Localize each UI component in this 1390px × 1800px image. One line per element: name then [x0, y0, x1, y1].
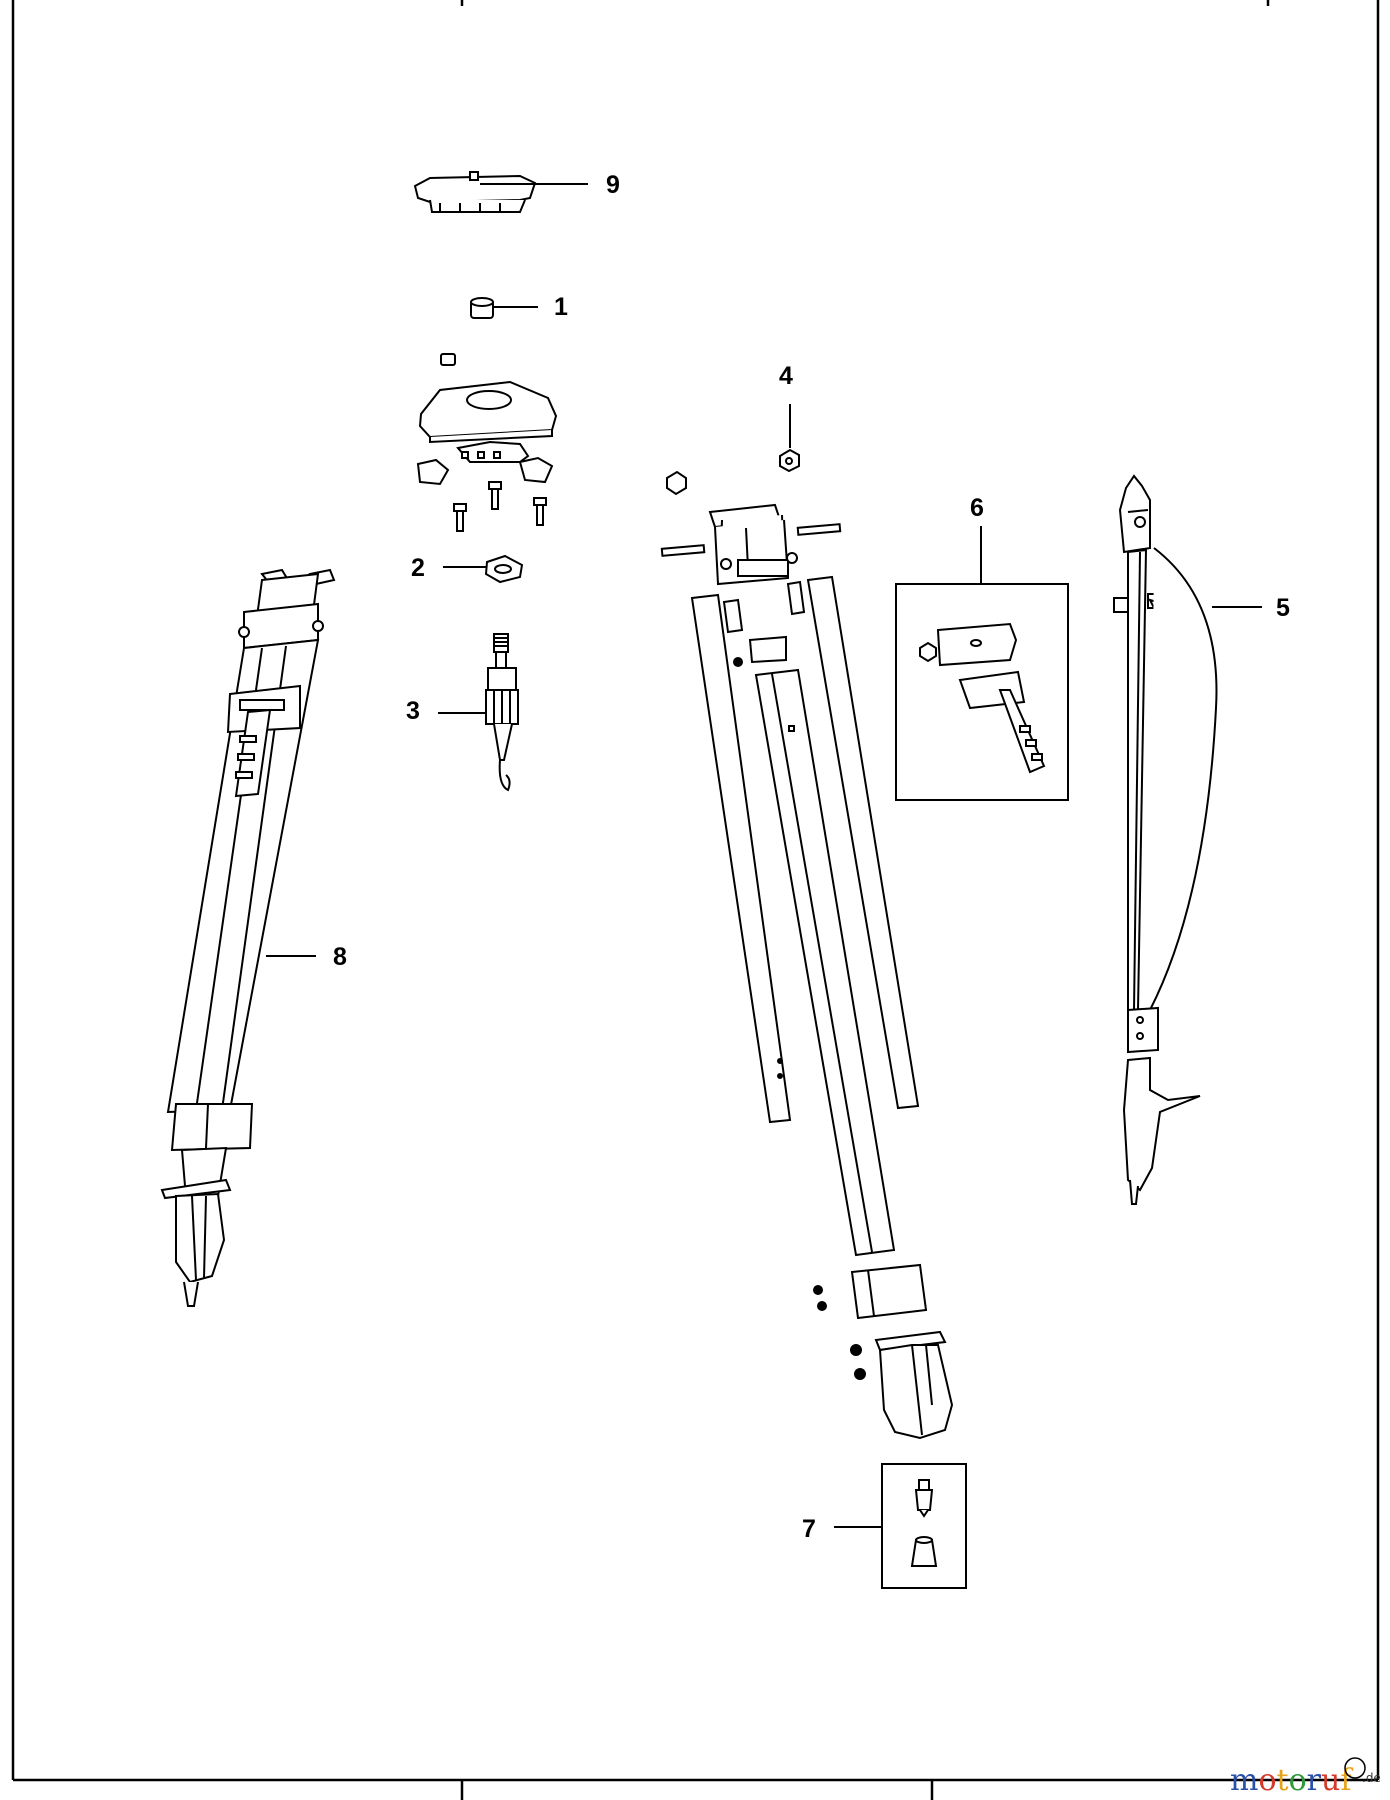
callout-3: 3 [406, 697, 420, 725]
part-4-nut [779, 448, 800, 473]
part-8-left-leg [160, 568, 336, 1307]
callout-9: 9 [606, 171, 620, 199]
center-leg-exploded [660, 470, 954, 1440]
part-7-foot-tips-kit [881, 1463, 967, 1589]
copyright-icon [1344, 1757, 1366, 1779]
callout-4: 4 [779, 362, 793, 390]
part-6-clamp-kit [895, 583, 1069, 801]
callout-1: 1 [554, 293, 568, 321]
callout-2: 2 [411, 554, 425, 582]
watermark-brand: motoruf [1230, 1763, 1353, 1798]
part-5-assembled-leg [1113, 474, 1218, 1205]
part-1-cap [470, 297, 494, 319]
part-9-mounting-plate [413, 171, 537, 213]
watermark-suffix: .de [1362, 1771, 1381, 1785]
callout-7: 7 [802, 1515, 816, 1543]
watermark-logo: motoruf .de [1230, 1757, 1381, 1798]
part-2-washer [484, 554, 524, 584]
callout-8: 8 [333, 943, 347, 971]
part-3-center-screw [485, 633, 519, 792]
callout-5: 5 [1276, 594, 1290, 622]
callout-6: 6 [970, 494, 984, 522]
head-plate-assembly [416, 353, 558, 532]
drawing-frame [11, 0, 1380, 1800]
